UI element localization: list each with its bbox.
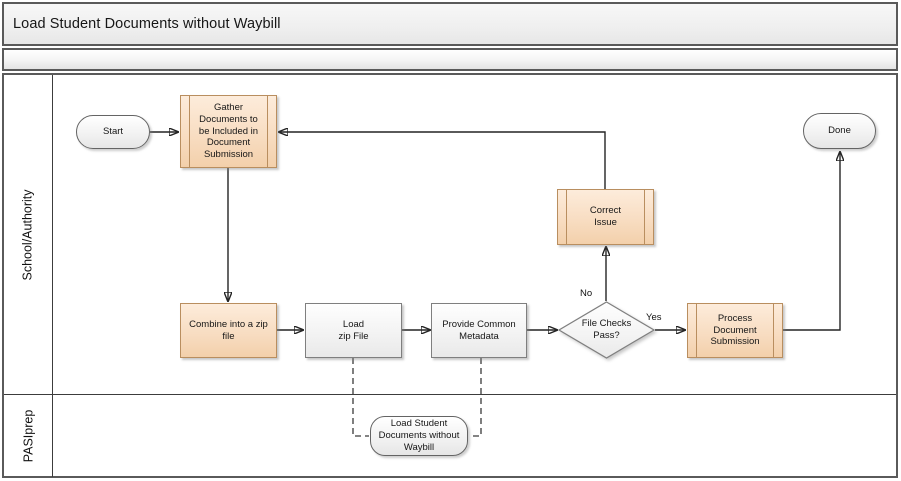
subprocess-side-bar (267, 96, 268, 167)
node-label: File Checks Pass? (581, 318, 632, 341)
node-done: Done (803, 113, 876, 149)
subprocess-side-bar (696, 304, 697, 357)
node-label: Gather Documents to be Included in Docum… (198, 102, 259, 161)
subprocess-side-bar (773, 304, 774, 357)
node-combine-into-zip: Combine into a zip file (180, 303, 277, 358)
decision-diamond-shape (558, 301, 655, 359)
subprocess-side-bar (189, 96, 190, 167)
node-label: Correct Issue (589, 205, 622, 228)
node-label: Done (828, 125, 851, 137)
edge-label-no: No (580, 288, 593, 299)
node-provide-common-metadata: Provide Common Metadata (431, 303, 527, 358)
lane-label-school-authority: School/Authority (4, 75, 53, 394)
lane-divider (4, 394, 896, 395)
phase-separator-band (2, 48, 898, 71)
node-file-checks-decision: File Checks Pass? (558, 301, 655, 359)
edge-label-yes: Yes (646, 312, 662, 323)
node-start: Start (76, 115, 150, 149)
node-pasiprep-load-reference: Load Student Documents without Waybill (370, 416, 468, 456)
node-label: Combine into a zip file (189, 318, 268, 342)
subprocess-side-bar (644, 190, 645, 244)
node-label: Start (102, 126, 124, 138)
node-label: Load zip File (338, 318, 369, 342)
lane-label-pasiprep: PASIprep (4, 395, 53, 477)
node-gather-documents: Gather Documents to be Included in Docum… (180, 95, 277, 168)
node-label: Provide Common Metadata (442, 318, 516, 342)
node-load-zip-file: Load zip File (305, 303, 402, 358)
subprocess-side-bar (566, 190, 567, 244)
diagram-title-bar: Load Student Documents without Waybill (2, 2, 898, 46)
lane-label-text: School/Authority (21, 188, 35, 281)
lane-label-text: PASIprep (21, 409, 36, 463)
diagram-title: Load Student Documents without Waybill (13, 16, 281, 32)
node-process-document-submission: Process Document Submission (687, 303, 783, 358)
node-label: Load Student Documents without Waybill (378, 418, 460, 453)
node-label: Process Document Submission (710, 312, 760, 348)
node-correct-issue: Correct Issue (557, 189, 654, 245)
